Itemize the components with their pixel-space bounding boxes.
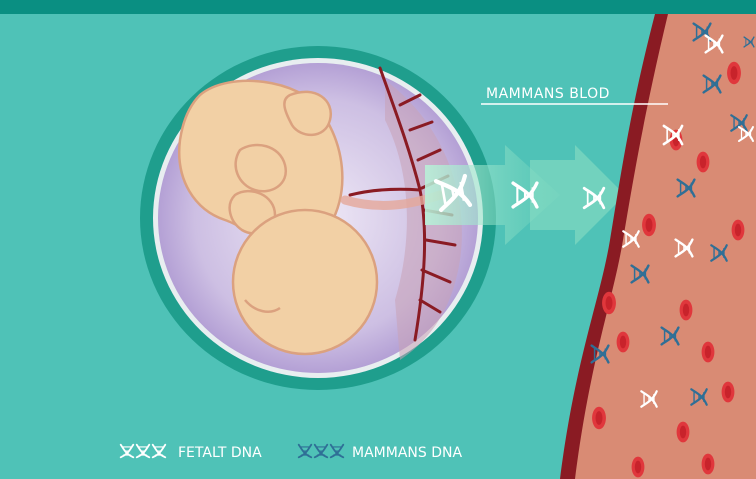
dna-helix-white-icon [121, 445, 166, 458]
top-bar [0, 0, 756, 14]
dna-helix-blue-icon [299, 445, 344, 458]
legend-maternal-label: MAMMANS DNA [352, 445, 462, 461]
mother-blood-label: MAMMANS BLOD [486, 86, 610, 102]
legend-fetal-label: FETALT DNA [178, 445, 262, 461]
